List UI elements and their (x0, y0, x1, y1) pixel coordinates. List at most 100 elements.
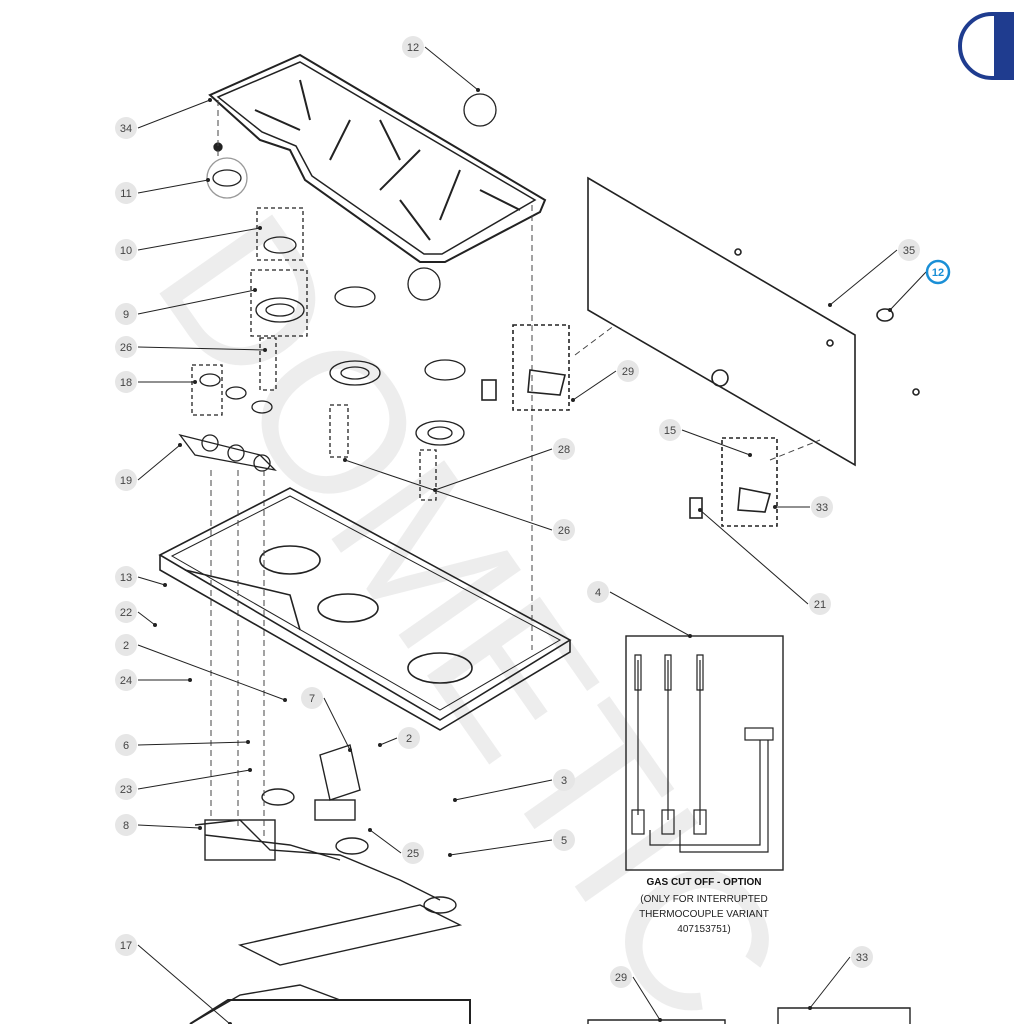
callout-arrow (698, 508, 702, 512)
callout-bubble (402, 842, 424, 864)
callout-leader (454, 779, 553, 801)
callout-34: 34 (115, 98, 212, 139)
option-frame (625, 635, 784, 871)
callout-number: 33 (816, 502, 828, 514)
callout-8: 8 (115, 814, 202, 836)
callout-number: 19 (120, 475, 132, 487)
callout-6: 6 (115, 734, 250, 756)
callout-leader (344, 459, 553, 531)
callout-bubble (301, 687, 323, 709)
callout-arrow (748, 453, 752, 457)
callout-bubble (115, 634, 137, 656)
callout-bubble (553, 519, 575, 541)
callout-leader (137, 289, 256, 315)
callout-15: 15 (659, 419, 752, 457)
callout-18: 18 (115, 371, 197, 393)
callout-bubble (617, 360, 639, 382)
callout-number: 4 (595, 587, 601, 599)
callout-bubble (115, 734, 137, 756)
callout-number: 8 (123, 820, 129, 832)
callout-arrow (343, 458, 347, 462)
callout-number: 21 (814, 599, 826, 611)
callouts: 3412111092618191322224623872352517351229… (115, 36, 951, 1024)
bottom-detail-boxes (189, 999, 911, 1024)
option-note-line-1: (ONLY FOR INTERRUPTED (640, 894, 767, 905)
callout-bubble (851, 946, 873, 968)
callout-bubble (115, 117, 137, 139)
callout-3: 3 (453, 769, 575, 802)
callout-number: 17 (120, 940, 132, 952)
callout-29: 29 (610, 966, 662, 1022)
callout-number: 29 (615, 972, 627, 984)
callout-4: 4 (587, 581, 692, 638)
callout-leader (609, 591, 691, 637)
callout-bubble (115, 601, 137, 623)
callout-leader (137, 824, 201, 829)
callout-arrow (198, 826, 202, 830)
callout-12: 12 (888, 259, 951, 312)
callout-arrow (163, 583, 167, 587)
callout-leader (137, 576, 166, 586)
callout-bubble (553, 769, 575, 791)
callout-26: 26 (115, 336, 267, 358)
option-note-line-3: 407153751) (677, 924, 730, 935)
callout-number: 24 (120, 675, 132, 687)
callout-number: 35 (903, 245, 915, 257)
callout-number: 9 (123, 309, 129, 321)
callout-22: 22 (115, 601, 157, 627)
callout-leader (449, 839, 553, 856)
callout-leader (137, 99, 211, 129)
callout-bubble (811, 496, 833, 518)
callout-bubble (402, 36, 424, 58)
callout-leader (137, 179, 209, 194)
callout-bubble (553, 438, 575, 460)
callout-arrow (378, 743, 382, 747)
callout-number: 34 (120, 123, 132, 135)
callout-bubble (115, 778, 137, 800)
parts-left (178, 142, 308, 472)
callout-17: 17 (115, 934, 232, 1024)
callout-arrow (688, 634, 692, 638)
grate (208, 53, 547, 263)
callout-arrow (263, 348, 267, 352)
callout-11: 11 (115, 178, 210, 204)
callout-13: 13 (115, 566, 167, 588)
callout-bubble (115, 371, 137, 393)
callout-leader (137, 769, 251, 790)
cooktop-body (158, 487, 572, 731)
callout-2: 2 (115, 634, 287, 702)
callout-bubble (809, 593, 831, 615)
callout-number: 6 (123, 740, 129, 752)
callout-bubble (610, 966, 632, 988)
callout-bubble (115, 182, 137, 204)
callout-number: 13 (120, 572, 132, 584)
callout-9: 9 (115, 288, 257, 325)
option-note-line-2: THERMOCOUPLE VARIANT (639, 909, 769, 920)
callout-bubble (115, 814, 137, 836)
callout-bubble (115, 566, 137, 588)
callout-leader (379, 737, 398, 746)
callout-28: 28 (433, 438, 575, 492)
callout-leader (809, 956, 851, 1009)
thermocouple-drawing (631, 654, 774, 853)
callout-10: 10 (115, 226, 262, 261)
callout-number: 15 (664, 425, 676, 437)
callout-arrow (658, 1018, 662, 1022)
callout-bubble (115, 336, 137, 358)
callout-bubble (587, 581, 609, 603)
callout-29: 29 (571, 360, 639, 402)
callout-2: 2 (378, 727, 420, 749)
callout-leader (424, 46, 479, 91)
callout-leader (632, 976, 661, 1021)
callout-bubble (115, 669, 137, 691)
callout-leader (137, 944, 231, 1024)
callout-arrow (283, 698, 287, 702)
callout-number: 29 (622, 366, 634, 378)
callout-arrow (368, 828, 372, 832)
callout-33: 33 (808, 946, 873, 1010)
callout-number: 28 (558, 444, 570, 456)
callout-number: 5 (561, 835, 567, 847)
callout-19: 19 (115, 443, 182, 491)
callout-arrow (453, 798, 457, 802)
